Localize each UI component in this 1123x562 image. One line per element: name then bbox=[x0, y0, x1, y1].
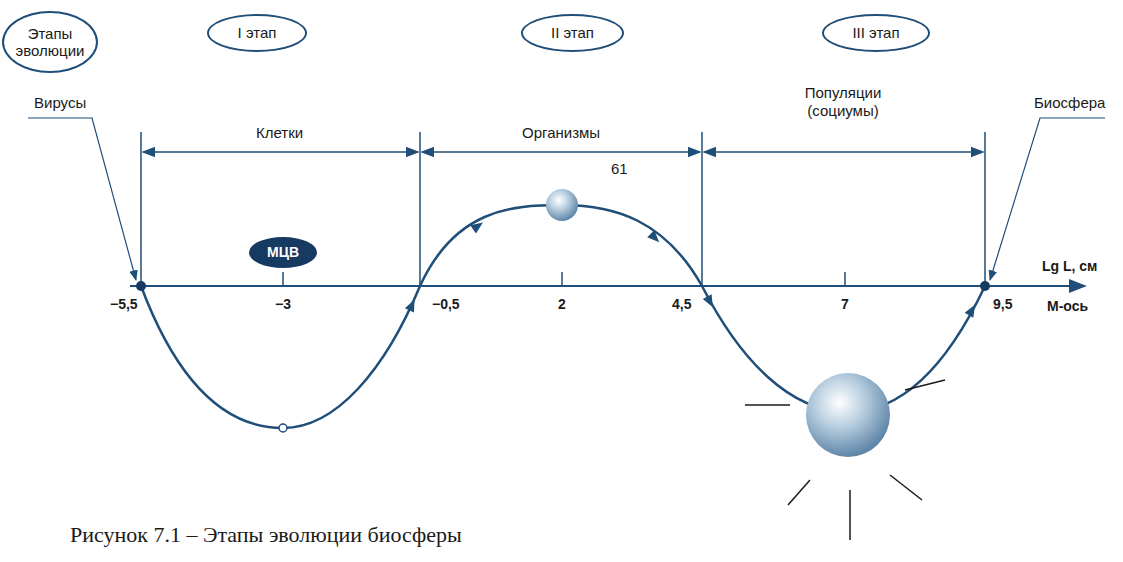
sun-ray bbox=[905, 380, 945, 390]
span-arrow bbox=[422, 151, 700, 153]
sun-rays bbox=[745, 380, 945, 540]
node-text: МЦВ bbox=[267, 244, 299, 260]
stage-border bbox=[984, 132, 986, 286]
m-axis bbox=[130, 285, 1085, 287]
node-label: I этап bbox=[238, 24, 277, 41]
stage-ellipse: III этап bbox=[822, 14, 930, 52]
page-number: 61 bbox=[611, 160, 628, 178]
wave-arrowhead bbox=[470, 218, 486, 233]
axis-value: 7 bbox=[841, 296, 849, 313]
node-text: I этап bbox=[238, 24, 277, 41]
figure-caption: Рисунок 7.1 – Этапы эволюции биосферы bbox=[70, 522, 462, 548]
stage-ellipse: II этап bbox=[521, 14, 624, 52]
stage-span-label: Организмы bbox=[522, 124, 600, 142]
stage-border bbox=[701, 132, 703, 286]
cell-point bbox=[279, 424, 287, 432]
node-label: МЦВ bbox=[267, 244, 299, 260]
span-arrow bbox=[143, 151, 418, 153]
stage-span-label: Клетки bbox=[256, 124, 303, 142]
virus-dot bbox=[136, 281, 146, 291]
node-label: II этап bbox=[551, 24, 594, 41]
span-arrows bbox=[143, 151, 983, 153]
stage-borders bbox=[141, 132, 985, 286]
mcv-ellipse: МЦВ bbox=[249, 237, 317, 268]
axis-name: М-ось bbox=[1047, 298, 1088, 315]
organism-sphere bbox=[546, 189, 578, 221]
axis-tick bbox=[844, 272, 846, 286]
sun-ray bbox=[788, 480, 810, 505]
axis-value: −0,5 bbox=[432, 296, 460, 313]
span-arrow bbox=[704, 151, 983, 153]
axis-tick bbox=[561, 272, 563, 286]
wave-arrowhead bbox=[965, 302, 980, 317]
axis-value: 2 bbox=[558, 296, 566, 313]
wave-arrows bbox=[405, 218, 979, 317]
sun-ray bbox=[849, 490, 851, 540]
wave-arrowhead bbox=[647, 230, 663, 246]
node-label: III этап bbox=[852, 24, 899, 41]
axis-value: −5,5 bbox=[110, 296, 138, 313]
axis-unit: Lg L, см bbox=[1042, 258, 1097, 275]
wave-arrowhead bbox=[405, 297, 419, 312]
axis-tick bbox=[282, 272, 284, 286]
sun-ray bbox=[745, 404, 790, 406]
stage-span-label: Популяции (социумы) bbox=[783, 84, 903, 120]
axis-value: −3 bbox=[275, 296, 291, 313]
pointer-label: Вирусы bbox=[34, 94, 86, 112]
leader-line bbox=[28, 118, 136, 280]
population-sun bbox=[806, 373, 890, 457]
stage-title-ellipse: Этапы эволюции bbox=[2, 11, 98, 73]
leader-line bbox=[990, 118, 1105, 280]
biosphere-dot bbox=[980, 281, 990, 291]
pointer-label: Биосфера bbox=[1034, 94, 1105, 112]
node-text: II этап bbox=[551, 24, 594, 41]
wave-arrowhead bbox=[703, 294, 717, 309]
stage-border bbox=[140, 132, 142, 286]
stage-ellipse: I этап bbox=[207, 14, 307, 52]
axis-value: 4,5 bbox=[672, 296, 691, 313]
node-label: Этапы эволюции bbox=[15, 25, 85, 60]
axis-value: 9,5 bbox=[993, 296, 1012, 313]
leaders bbox=[28, 118, 1105, 280]
sun-ray bbox=[890, 475, 922, 500]
axis-ticks bbox=[283, 272, 845, 286]
node-text: III этап bbox=[852, 24, 899, 41]
node-text: Этапы эволюции bbox=[15, 25, 85, 60]
stage-border bbox=[419, 132, 421, 286]
